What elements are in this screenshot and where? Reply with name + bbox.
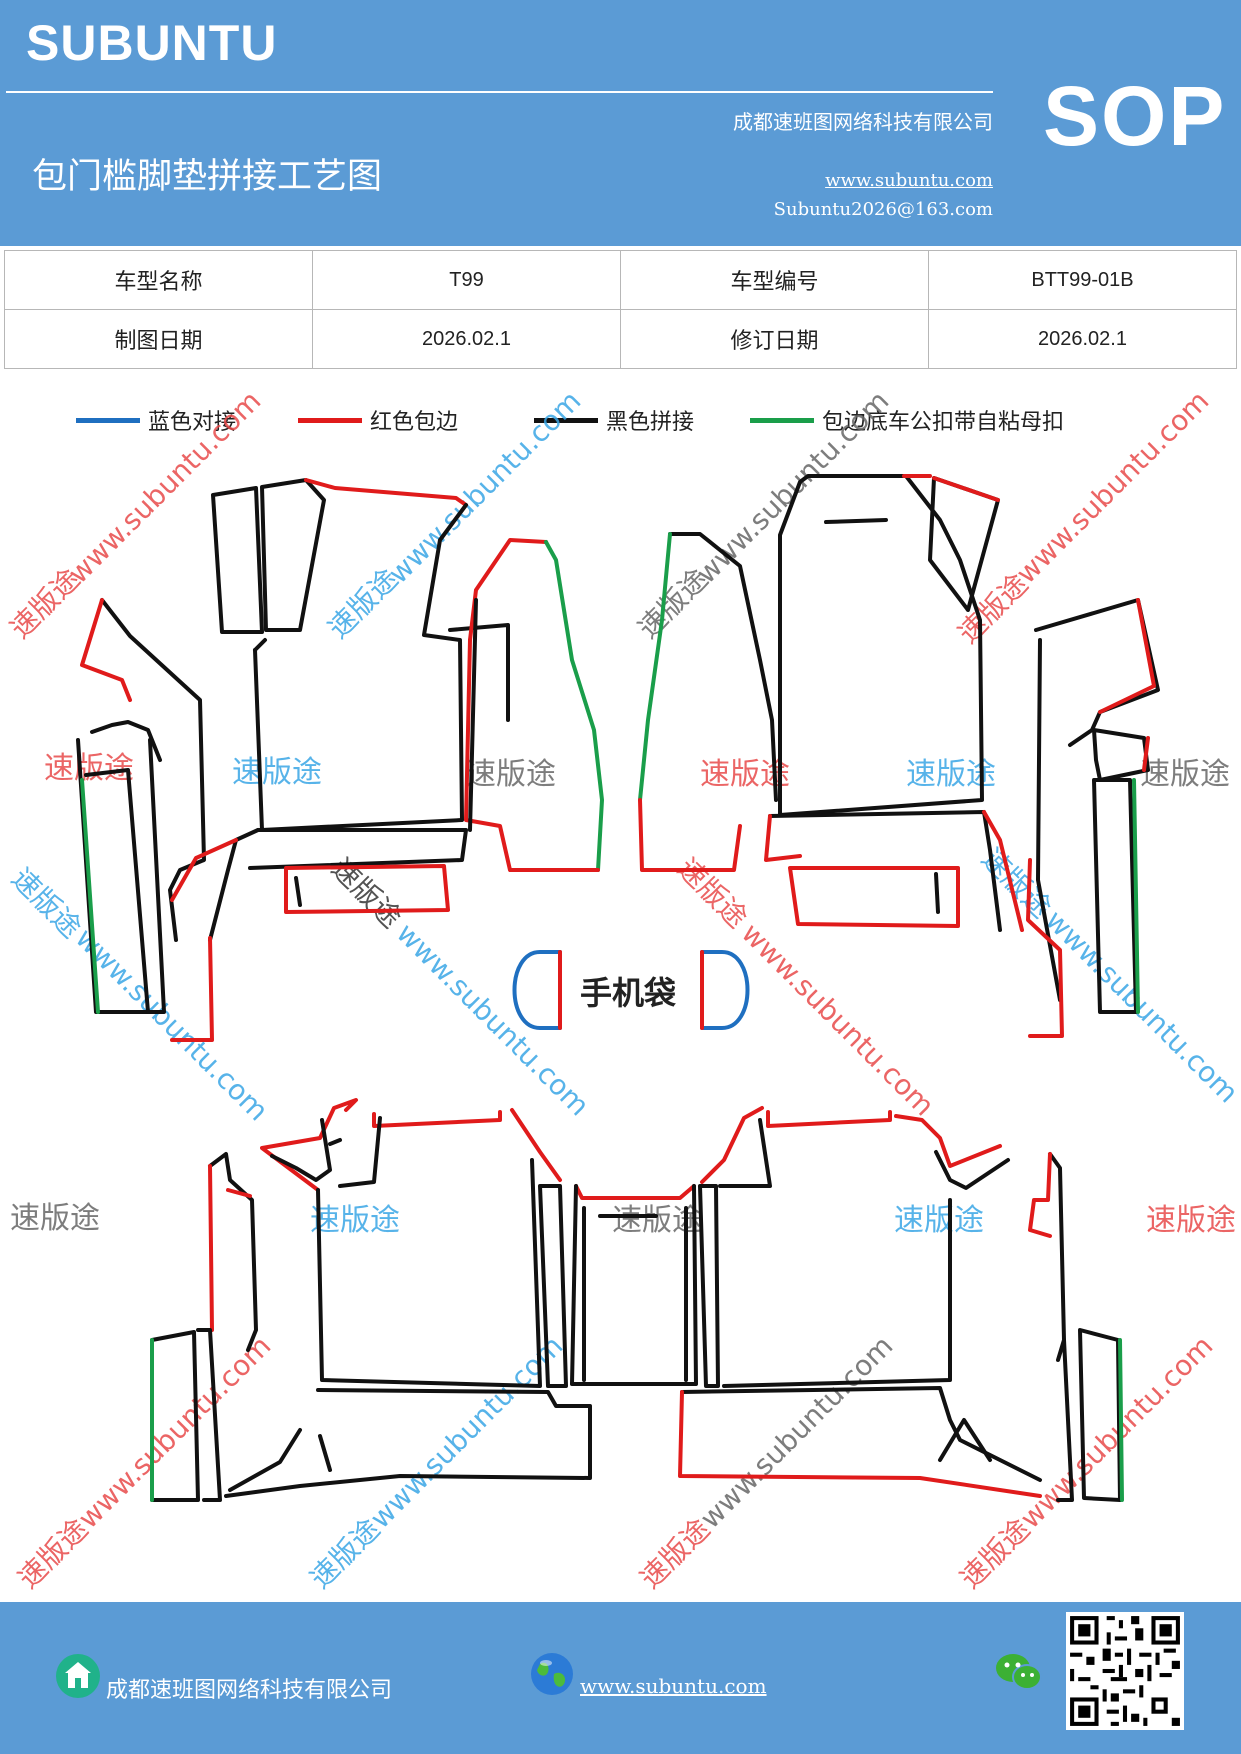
qr-code bbox=[1066, 1612, 1184, 1730]
watermark-text: 速版途 bbox=[5, 862, 88, 945]
legend-label: 黑色拼接 bbox=[606, 410, 695, 435]
table-row: 车型名称 T99 车型编号 BTT99-01B bbox=[4, 250, 1237, 310]
watermark-text: 速版途 bbox=[466, 757, 556, 792]
watermark-text: 速版途 bbox=[304, 1512, 387, 1595]
legend-label: 蓝色对接 bbox=[148, 410, 237, 435]
mat-piece-rear-right bbox=[678, 1106, 1124, 1502]
header-company: 成都速班图网络科技有限公司 bbox=[733, 110, 993, 134]
watermark-text: 速版途 bbox=[10, 1201, 100, 1236]
table-label: 制图日期 bbox=[4, 309, 313, 369]
legend-swatch bbox=[298, 417, 362, 423]
table-value: 2026.02.1 bbox=[312, 309, 621, 369]
mat-piece-rear-left bbox=[150, 1098, 592, 1502]
globe-icon bbox=[531, 1653, 573, 1695]
header-divider bbox=[6, 91, 993, 93]
watermark-url: www.subuntu.com bbox=[690, 384, 896, 590]
watermark-text: 速版途 bbox=[232, 755, 322, 790]
legend-swatch bbox=[76, 417, 140, 423]
legend-label: 红色包边 bbox=[370, 410, 459, 435]
mat-piece-pillar-right bbox=[638, 532, 778, 872]
footer-company: 成都速班图网络科技有限公司 bbox=[106, 1678, 393, 1703]
page-title: 包门槛脚垫拼接工艺图 bbox=[32, 157, 383, 197]
legend-swatch bbox=[534, 417, 598, 423]
watermark-text: 速版途 bbox=[954, 1512, 1037, 1595]
table-label: 修订日期 bbox=[620, 309, 929, 369]
legend-item-black: 黑色拼接 bbox=[534, 402, 694, 438]
watermark-url: www.subuntu.com bbox=[72, 1329, 278, 1535]
table-value: T99 bbox=[312, 250, 621, 310]
watermark-text: 速版途 bbox=[634, 1512, 717, 1595]
mat-piece-pillar-left bbox=[464, 538, 604, 872]
mat-piece-rear-center bbox=[570, 1184, 698, 1386]
header-email: Subuntu2026@163.com bbox=[773, 199, 993, 220]
watermark-text: 速版途 bbox=[894, 1203, 984, 1238]
watermark-text: 速版途 bbox=[1140, 757, 1230, 792]
mat-piece-front-right bbox=[764, 474, 1160, 1038]
table-row: 制图日期 2026.02.1 修订日期 2026.02.1 bbox=[4, 309, 1237, 369]
watermark-url: www.subuntu.com bbox=[69, 922, 275, 1128]
watermark-url: www.subuntu.com bbox=[1039, 904, 1241, 1110]
watermark-url: www.subuntu.com bbox=[1010, 384, 1216, 590]
legend-item-green: 包边底车公扣带自粘母扣 bbox=[750, 402, 1064, 438]
watermark-text: 速版途 bbox=[1146, 1203, 1236, 1238]
legend-swatch bbox=[750, 417, 814, 423]
wechat-icon bbox=[996, 1654, 1042, 1690]
phone-pocket-label: 手机袋 bbox=[580, 974, 676, 1012]
home-icon bbox=[56, 1654, 100, 1698]
table-label: 车型编号 bbox=[620, 250, 929, 310]
watermark-text: 速版途 bbox=[612, 1203, 702, 1238]
watermark-text: 速版途 bbox=[12, 1512, 95, 1595]
footer-website-link[interactable]: www.subuntu.com bbox=[580, 1674, 767, 1698]
watermark-text: 速版途 bbox=[310, 1203, 400, 1238]
phone-pocket bbox=[512, 950, 750, 1030]
table-value: BTT99-01B bbox=[928, 250, 1237, 310]
info-table: 车型名称 T99 车型编号 BTT99-01B 制图日期 2026.02.1 修… bbox=[4, 250, 1237, 369]
header-website-link[interactable]: www.subuntu.com bbox=[825, 170, 993, 191]
watermark-url: www.subuntu.com bbox=[735, 917, 941, 1123]
legend-item-blue: 蓝色对接 bbox=[76, 402, 236, 438]
legend-item-red: 红色包边 bbox=[298, 402, 458, 438]
header-banner bbox=[0, 0, 1241, 246]
table-label: 车型名称 bbox=[4, 250, 313, 310]
watermark-text: 速版途 bbox=[44, 751, 134, 786]
mat-piece-front-left bbox=[76, 478, 510, 1042]
doc-type-label: SOP bbox=[1043, 69, 1227, 163]
legend-label: 包边底车公扣带自粘母扣 bbox=[822, 410, 1065, 435]
brand-logo: SUBUNTU bbox=[26, 15, 278, 71]
watermark-text: 速版途 bbox=[671, 852, 754, 935]
watermark-url: www.subuntu.com bbox=[694, 1329, 900, 1535]
table-value: 2026.02.1 bbox=[928, 309, 1237, 369]
watermark-url: www.subuntu.com bbox=[390, 917, 596, 1123]
watermark-url: www.subuntu.com bbox=[62, 384, 268, 590]
